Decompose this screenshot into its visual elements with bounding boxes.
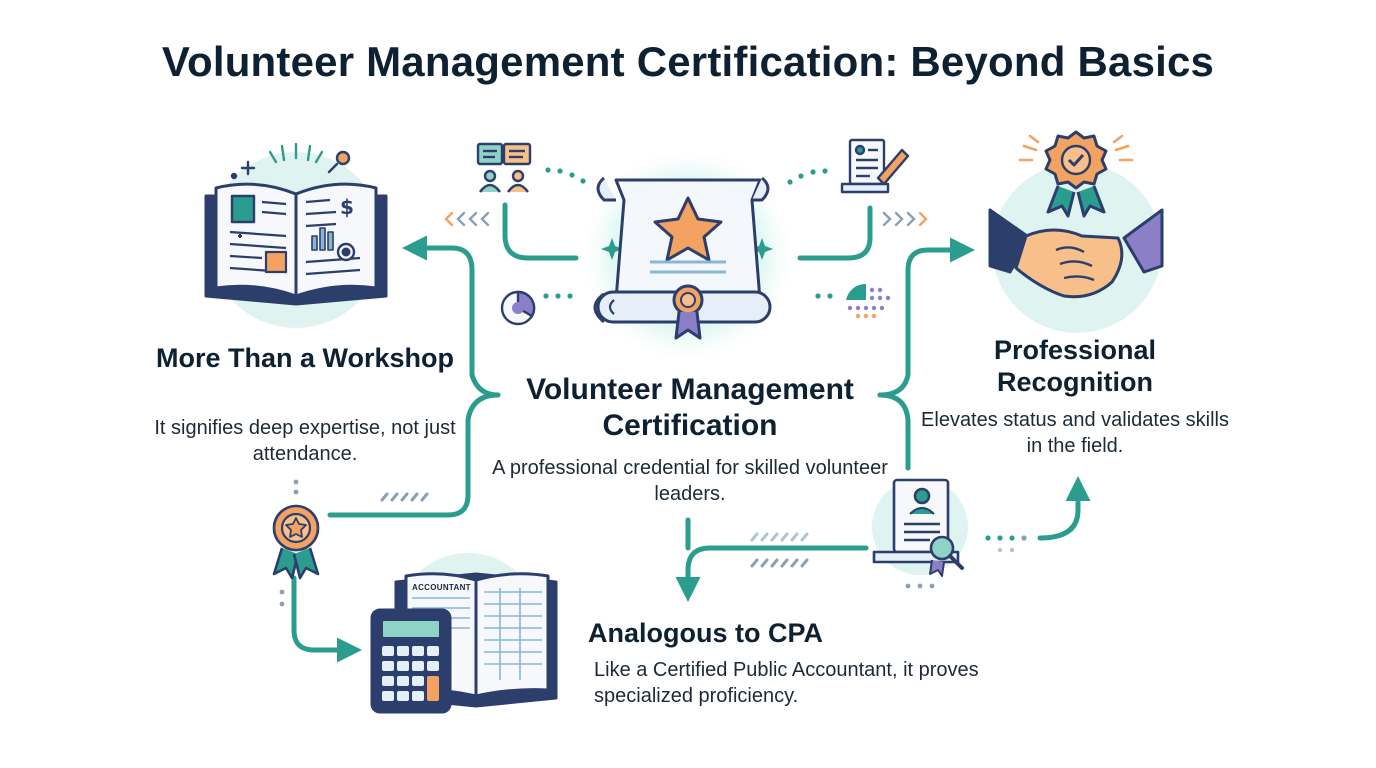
center-node-body: A professional credential for skilled vo… bbox=[492, 457, 888, 505]
decorative-dots bbox=[279, 167, 1027, 607]
pie-chart-icon bbox=[500, 290, 536, 326]
calculator-ledger-icon: ACCOUNTANT bbox=[370, 572, 558, 714]
arrow-award-to-bottom bbox=[291, 575, 362, 663]
svg-text:$: $ bbox=[340, 195, 354, 219]
arrow-center-to-left bbox=[402, 235, 501, 398]
bottom-node-heading: Analogous to CPA bbox=[588, 618, 823, 648]
connector-center-to-award bbox=[327, 392, 501, 518]
arrow-resume-to-bottom bbox=[675, 545, 869, 602]
connector-arrows bbox=[291, 202, 1091, 663]
left-node-body: It signifies deep expertise, not just at… bbox=[154, 417, 456, 465]
right-node-body: Elevates status and validates skills in … bbox=[921, 409, 1229, 457]
connector-center-to-resume bbox=[877, 392, 911, 471]
left-node-heading: More Than a Workshop bbox=[155, 343, 455, 373]
center-node-heading: Volunteer Management Certification bbox=[526, 373, 854, 442]
book-sparkles bbox=[230, 142, 351, 180]
dot-grid-icon bbox=[846, 283, 891, 319]
certificate-scroll-icon bbox=[593, 176, 772, 340]
bottom-node-body: Like a Certified Public Accountant, it p… bbox=[594, 659, 979, 707]
document-pen-icon bbox=[840, 138, 910, 194]
handshake-award-icon bbox=[988, 130, 1164, 299]
page-title: Volunteer Management Certification: Beyo… bbox=[161, 38, 1215, 85]
right-node-heading: Professional Recognition bbox=[993, 335, 1157, 398]
award-rays bbox=[1018, 134, 1134, 162]
arrow-resume-to-right bbox=[1037, 476, 1091, 541]
open-book-icon: $ bbox=[204, 182, 388, 306]
ledger-label: ACCOUNTANT bbox=[412, 583, 471, 592]
decorative-dashes bbox=[380, 492, 809, 568]
decorative-chevrons bbox=[444, 211, 928, 227]
connector-chat-to-center bbox=[502, 202, 579, 261]
award-ribbon-icon bbox=[272, 504, 320, 580]
arrow-center-to-right bbox=[877, 237, 975, 398]
chat-people-icon bbox=[476, 142, 532, 193]
resume-magnifier-icon bbox=[872, 478, 964, 577]
connector-document-to-center bbox=[797, 205, 873, 261]
